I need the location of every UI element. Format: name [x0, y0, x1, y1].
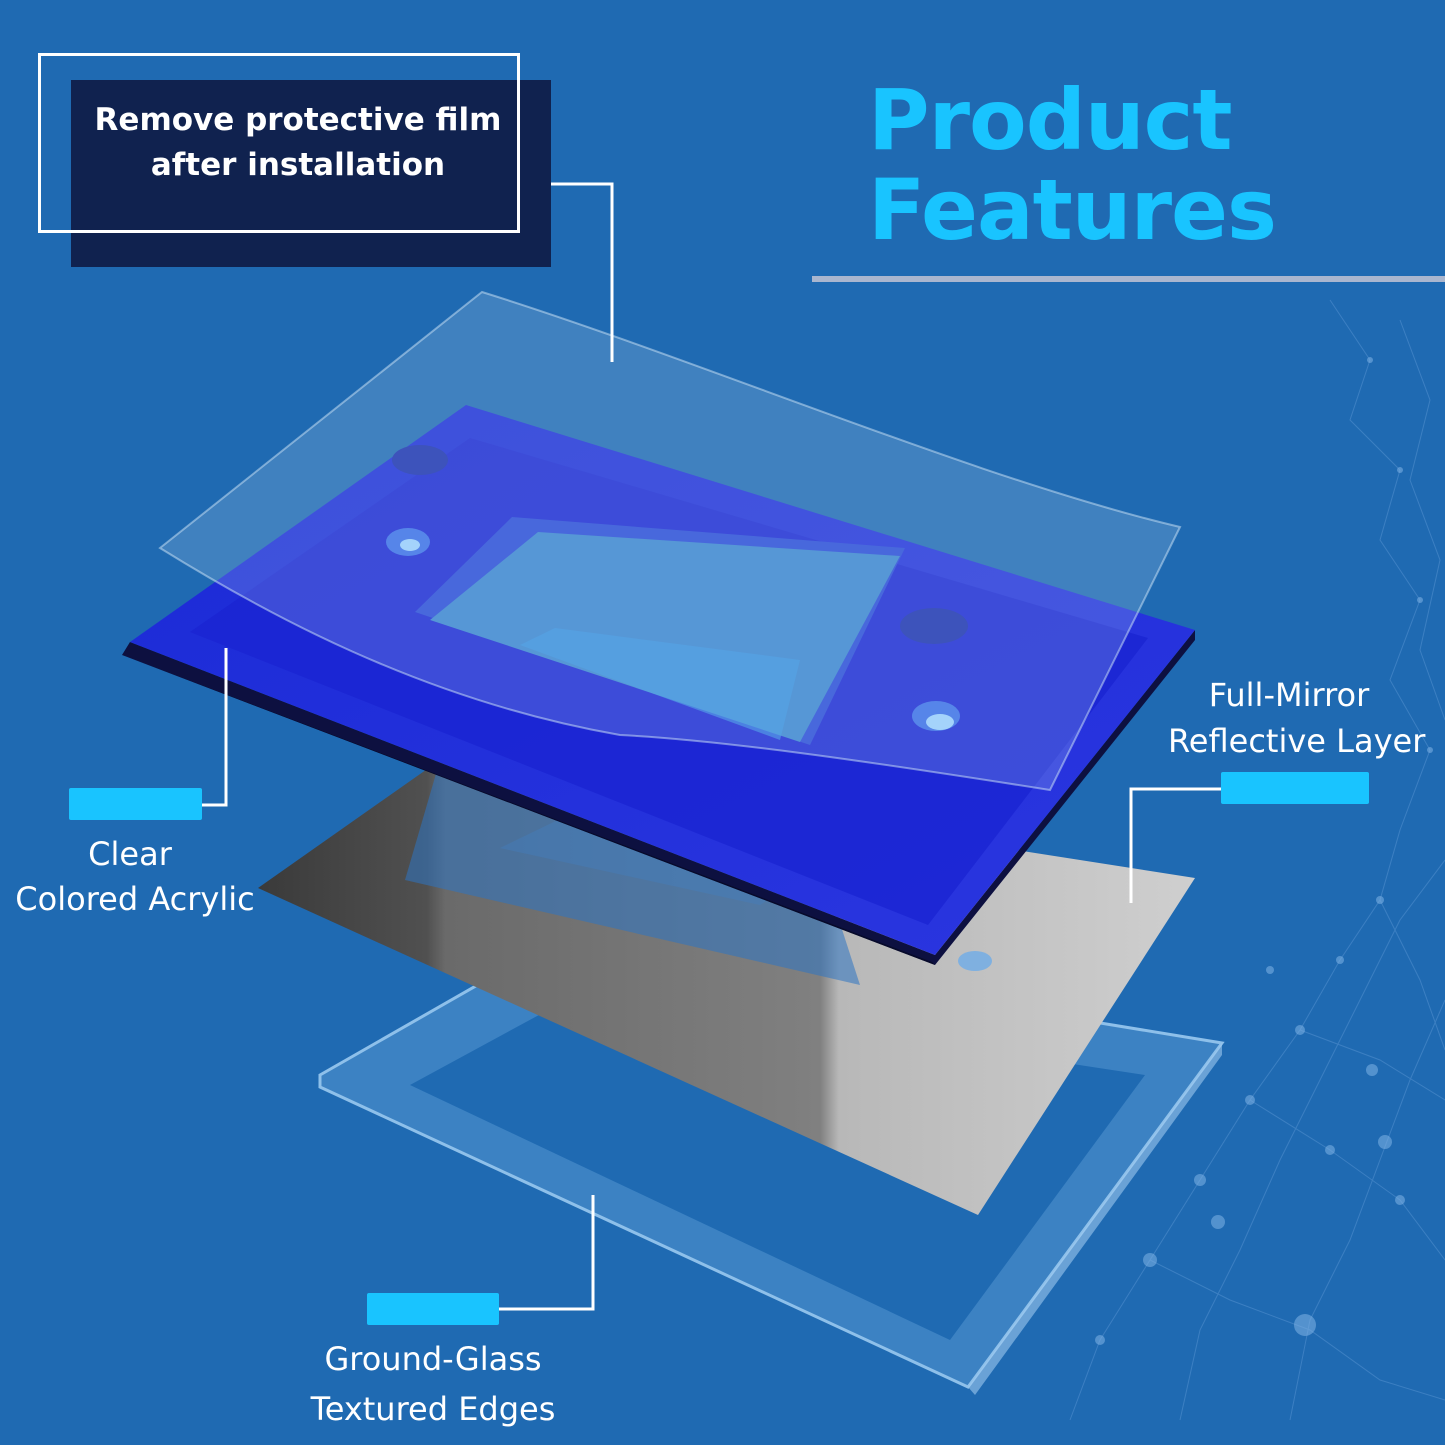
- acrylic-callout-pill: [69, 788, 202, 820]
- edges-callout-pill: [367, 1293, 499, 1325]
- film-label-text: Remove protective film after installatio…: [38, 53, 558, 233]
- film-label-frame: [38, 53, 520, 233]
- edges-callout-line1: Ground-Glass: [324, 1340, 542, 1378]
- leader-lines: [174, 182, 1250, 1311]
- acrylic-plate: [122, 405, 1195, 965]
- mirror-callout-line1: Full-Mirror: [1208, 676, 1370, 714]
- mirror-callout-pill: [1221, 772, 1369, 804]
- title-underline: [812, 276, 1445, 282]
- acrylic-callout-line2: Colored Acrylic: [15, 880, 255, 918]
- network-pattern: [1069, 299, 1445, 1421]
- title-line-1: Product: [868, 71, 1233, 169]
- edges-callout-line2: Textured Edges: [310, 1390, 556, 1428]
- film-label-line2: after installation: [150, 147, 446, 183]
- film-label-backdrop: [71, 80, 551, 267]
- title-line-2: Features: [868, 161, 1277, 259]
- mirror-callout-line2: Reflective Layer: [1168, 722, 1426, 760]
- network-nodes: [1095, 357, 1433, 1345]
- film-label-line1: Remove protective film: [94, 102, 502, 138]
- protective-film: [158, 290, 1182, 792]
- acrylic-callout-line1: Clear: [88, 835, 172, 873]
